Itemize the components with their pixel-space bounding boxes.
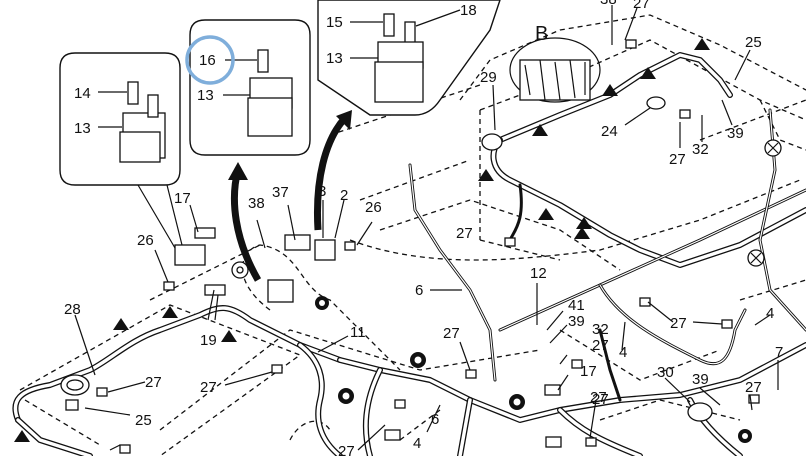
relay-inset-middle: 16 13 (185, 19, 311, 156)
callout-27: 27 (592, 337, 609, 354)
callout-26: 26 (137, 232, 154, 249)
callout-25: 25 (135, 412, 152, 429)
warning-triangle-icon (602, 84, 618, 96)
callout-19: 19 (200, 332, 217, 349)
callout-13: 13 (74, 120, 91, 137)
callout-13: 13 (326, 50, 343, 67)
callout-41: 41 (568, 297, 585, 314)
callout-labels: 38 27 25 29 24 27 32 39 17 38 37 3 2 26 … (64, 0, 783, 456)
callout-13: 13 (197, 87, 214, 104)
callout-4: 4 (413, 435, 421, 452)
callout-27: 27 (338, 443, 355, 456)
warning-triangle-icon (478, 169, 494, 181)
warning-triangle-icon (162, 306, 178, 318)
callout-14: 14 (74, 85, 91, 102)
callout-39: 39 (568, 313, 585, 330)
callout-27: 27 (669, 151, 686, 168)
callout-15: 15 (326, 14, 343, 31)
warning-triangle-icon (113, 318, 129, 330)
callout-39: 39 (692, 371, 709, 388)
warning-triangle-icon (694, 38, 710, 50)
small-parts (60, 39, 782, 454)
callout-6: 6 (415, 282, 423, 299)
leader-lines (74, 5, 779, 451)
callout-7: 7 (775, 344, 783, 361)
relay-inset-left: 14 13 (59, 52, 183, 249)
warning-triangle-icon (221, 330, 237, 342)
callout-29: 29 (480, 69, 497, 86)
warning-triangle-icon (538, 208, 554, 220)
callout-27: 27 (590, 389, 607, 406)
warning-triangle-icon (576, 217, 592, 229)
warning-triangle-icon (574, 227, 590, 239)
callout-16: 16 (199, 52, 216, 69)
callout-17: 17 (174, 190, 191, 207)
callout-26: 26 (365, 199, 382, 216)
callout-27: 27 (633, 0, 650, 12)
callout-38: 38 (600, 0, 617, 8)
callout-27: 27 (592, 391, 609, 408)
callout-25: 25 (745, 34, 762, 51)
callout-27: 27 (670, 315, 687, 332)
callout-4: 4 (619, 344, 627, 361)
callout-3: 3 (318, 183, 326, 200)
callout-12: 12 (530, 265, 547, 282)
callout-4: 4 (766, 305, 774, 322)
relay-inset-right: 15 18 13 (317, 0, 501, 116)
highlight-ring (185, 35, 235, 85)
section-label-b: B (535, 23, 548, 45)
callout-11: 11 (350, 324, 366, 341)
warning-triangle-icon (640, 67, 656, 79)
callout-arrows (228, 110, 352, 282)
callout-37: 37 (272, 184, 289, 201)
warning-triangles (14, 38, 710, 442)
callout-27: 27 (145, 374, 162, 391)
callout-27: 27 (456, 225, 473, 242)
callout-30: 30 (657, 364, 674, 381)
warning-triangle-icon (532, 124, 548, 136)
callout-39: 39 (727, 125, 744, 142)
junction-block-b: B (509, 23, 601, 103)
callout-6: 6 (431, 411, 439, 428)
callout-27: 27 (443, 325, 460, 342)
callout-28: 28 (64, 301, 81, 318)
callout-27: 27 (200, 379, 217, 396)
callout-38: 38 (248, 195, 265, 212)
callout-24: 24 (601, 123, 618, 140)
warning-triangle-icon (14, 430, 30, 442)
callout-17: 17 (580, 363, 597, 380)
callout-27: 27 (745, 379, 762, 396)
callout-18: 18 (460, 2, 477, 19)
callout-32: 32 (692, 141, 709, 158)
callout-2: 2 (340, 187, 348, 204)
callout-32: 32 (592, 321, 609, 338)
